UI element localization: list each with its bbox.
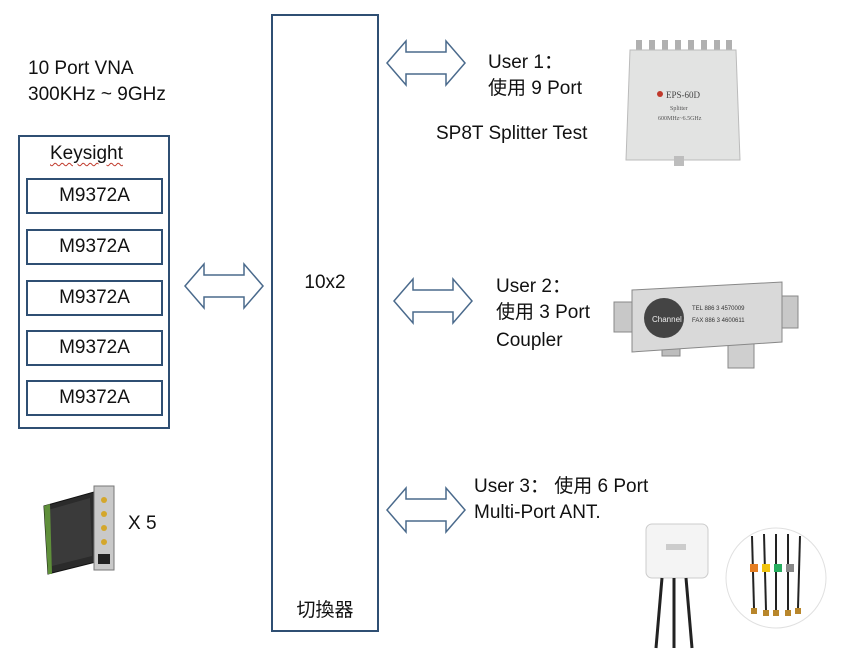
- vna-title: 10 Port VNA: [28, 58, 134, 79]
- coupler-tel-text: TEL 886 3 4570009: [692, 306, 745, 312]
- user-1-title: User 1：: [488, 52, 563, 73]
- user-3-device: Multi-Port ANT.: [474, 502, 601, 523]
- splitter-image: EPS-60D Splitter 600MHz~6.5GHz: [625, 40, 741, 166]
- coupler-image: Channel TEL 886 3 4570009 FAX 886 3 4600…: [613, 281, 799, 369]
- module-count: X 5: [128, 513, 157, 534]
- splitter-model-text: EPS-60D: [666, 90, 701, 100]
- splitter-range-text: 600MHz~6.5GHz: [658, 116, 702, 122]
- user-3-detail: 使用 6 Port: [554, 476, 649, 497]
- double-arrow-icon: [386, 485, 466, 535]
- antenna-cables-image: [725, 527, 827, 629]
- double-arrow-icon: [184, 261, 264, 311]
- user-3-title-line: User 3： 使用 6 Port: [474, 474, 648, 500]
- module-box: M9372A: [26, 229, 163, 265]
- module-box: M9372A: [26, 178, 163, 214]
- user-2-title: User 2：: [496, 276, 571, 297]
- pxi-module-image: [43, 485, 115, 575]
- coupler-fax-text: FAX 886 3 4600611: [692, 318, 745, 324]
- switch-label: 切換器: [296, 600, 354, 621]
- vna-spec: 10 Port VNA 300KHz ~ 9GHz: [28, 56, 166, 108]
- switch-box: [271, 14, 379, 632]
- antenna-unit-image: [645, 523, 709, 649]
- user-1-device: SP8T Splitter Test: [436, 123, 588, 144]
- double-arrow-icon: [386, 38, 466, 88]
- user-3-title: User 3：: [474, 476, 549, 497]
- switch-ports: 10x2: [304, 272, 346, 293]
- user-1-detail: 使用 9 Port: [488, 78, 582, 99]
- module-box: M9372A: [26, 280, 163, 316]
- coupler-brand-text: Channel: [652, 315, 682, 324]
- keysight-label: Keysight: [50, 143, 123, 164]
- vna-frequency-range: 300KHz ~ 9GHz: [28, 84, 166, 105]
- module-box: M9372A: [26, 380, 163, 416]
- splitter-type-text: Splitter: [670, 106, 688, 112]
- user-2-device: Coupler: [496, 330, 563, 351]
- double-arrow-icon: [393, 276, 473, 326]
- module-box: M9372A: [26, 330, 163, 366]
- user-2-detail: 使用 3 Port: [496, 302, 590, 323]
- keysight-module-group: [18, 135, 170, 429]
